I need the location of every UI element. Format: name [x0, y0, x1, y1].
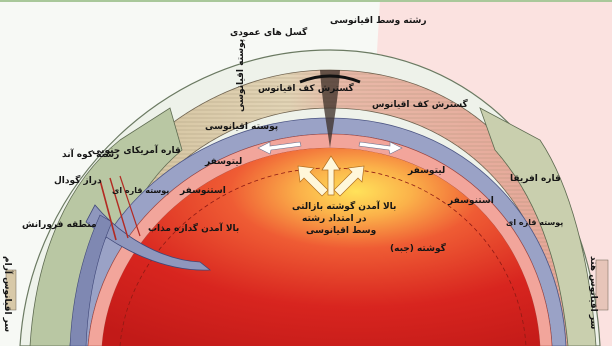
label-volcanic-rock: گسل های عمودی: [230, 28, 307, 38]
label-continent-africa: قاره افریقا: [510, 174, 561, 184]
label-trench: دراز گودال: [54, 176, 102, 186]
label-continental-crust-right: پوسته قاره ای: [506, 218, 563, 227]
label-lithosphere-right: لیتوسفر: [408, 166, 445, 176]
label-spreading-right: گسترش کف اقیانوس: [372, 100, 468, 110]
label-volcano-chain: رشته کوه آند: [62, 150, 119, 160]
label-ocean-crust-left: پوسته اقیانوسی: [205, 122, 278, 132]
label-rising-mantle-line3: وسط اقیانوسی: [306, 226, 376, 236]
label-ocean-crust-rotated: پوسته اقیانوسی: [236, 39, 246, 112]
label-asthenosphere-right: استنوسفر: [448, 196, 494, 206]
label-asthenosphere-left: استنوسفر: [180, 186, 226, 196]
label-rising-mantle-line2: در امتداد رشته: [302, 214, 366, 224]
label-spreading-left: گسترش کف اقیانوس: [258, 84, 354, 94]
top-border-line: [0, 0, 612, 2]
label-lithosphere-left: لیتوسفر: [205, 157, 242, 167]
label-rising-magma: بالا آمدن گدازه مذاب: [148, 224, 239, 234]
label-continental-crust-left: پوسته قاره ای: [112, 186, 169, 195]
label-subduction-zone: منطقه فرورانش: [22, 220, 97, 230]
label-ocean-left-edge: سر اقیانوس آرام: [2, 256, 12, 332]
label-middle-fibers: رشته وسط اقیانوسی: [330, 16, 427, 26]
label-ocean-right-edge: سر اقیانوس هند: [588, 256, 598, 329]
label-mantle: گوشته (جبه): [390, 244, 446, 254]
label-rising-mantle-line1: بالا آمدن گوشته بازالتی: [292, 202, 396, 212]
